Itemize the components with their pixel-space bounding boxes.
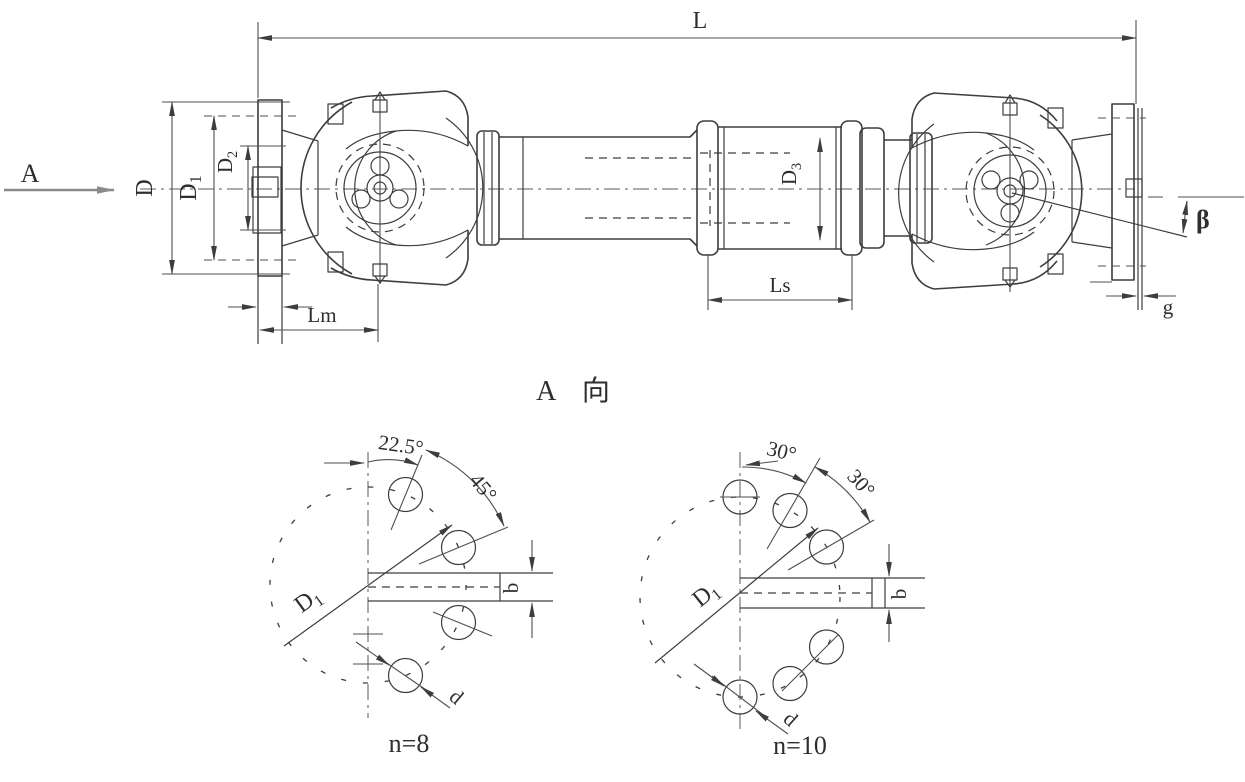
dim-label-D3: D3 [777,163,805,185]
flange-view-n10: D1 30° 30° b d n=10 [639,436,925,760]
dim-label-b: b [499,583,523,594]
left-yoke [300,90,484,286]
dimension-Ls: Ls [707,254,853,310]
dim-label-D1: D1 [290,582,328,620]
dim-label-Ls: Ls [770,273,791,297]
dimension-d: d [353,633,469,710]
dimension-g: g [1106,293,1176,319]
angle-label-45: 45° [465,469,502,507]
angle-beta: β [1011,192,1244,238]
key-slot [740,577,925,609]
angle-label-22-5: 22.5° [377,430,425,460]
dim-label-d: d [779,706,803,731]
flange-bolt [251,176,279,198]
dim-label-D1: D1 [176,175,205,201]
left-hub-cone [281,129,319,247]
inclined-axis-line [1011,192,1188,238]
angle-label-30b: 30° [842,464,880,502]
spline-sleeve [696,120,912,256]
dimension-D: D [132,101,175,275]
right-weld-collar [909,132,933,244]
right-grease-fitting [1002,94,1018,288]
flange-view-n8: D1 22.5° 45° b d n=8 [269,430,553,758]
dim-label-D: D [132,179,158,196]
view-direction-arrow: A [4,159,115,194]
right-cross-journal [965,146,1055,236]
dim-label-beta: β [1196,205,1210,234]
caption-n8: n=8 [389,729,430,758]
dim-label-d: d [445,684,469,709]
main-assembly-view: A L D D1 [4,8,1244,344]
section-view-title: A 向 [536,375,620,407]
dim-label-g: g [1163,295,1174,319]
view-a-label: A [21,159,40,188]
dim-label-Lm: Lm [307,303,336,327]
dimension-D1-radial: D1 [654,527,819,664]
dimension-D2: D2 [213,145,251,231]
right-hub-cone [1071,133,1113,249]
right-flange [1071,103,1146,310]
dimension-L: L [257,8,1137,104]
dimension-d: d [693,663,803,735]
shaft-tube [499,129,698,247]
dimension-D1: D1 [176,115,217,261]
left-flange [162,99,319,344]
angle-22-5: 22.5° [324,430,425,466]
dimension-b: b [886,544,911,642]
angle-30-first: 30° [741,436,807,484]
dimension-D3: D3 [777,137,823,241]
dimension-Lm: Lm [259,284,379,342]
left-grease-fitting [372,91,388,284]
angle-45: 45° [425,449,505,527]
dim-label-b: b [887,589,911,600]
key-slot [368,572,553,602]
dimension-b: b [499,540,535,638]
right-yoke [898,92,1083,292]
left-weld-collar [476,130,500,246]
left-cross-journal [335,143,425,233]
dim-label-L: L [693,8,708,34]
bolt-circle [269,486,467,684]
angle-30-second: 30° [814,464,880,523]
bolt-holes [711,457,875,718]
caption-n10: n=10 [773,731,827,760]
mating-flange-face [1137,108,1143,310]
bolt-holes [377,454,509,695]
dim-label-D2: D2 [213,151,241,173]
flange-bolt [1125,178,1143,198]
